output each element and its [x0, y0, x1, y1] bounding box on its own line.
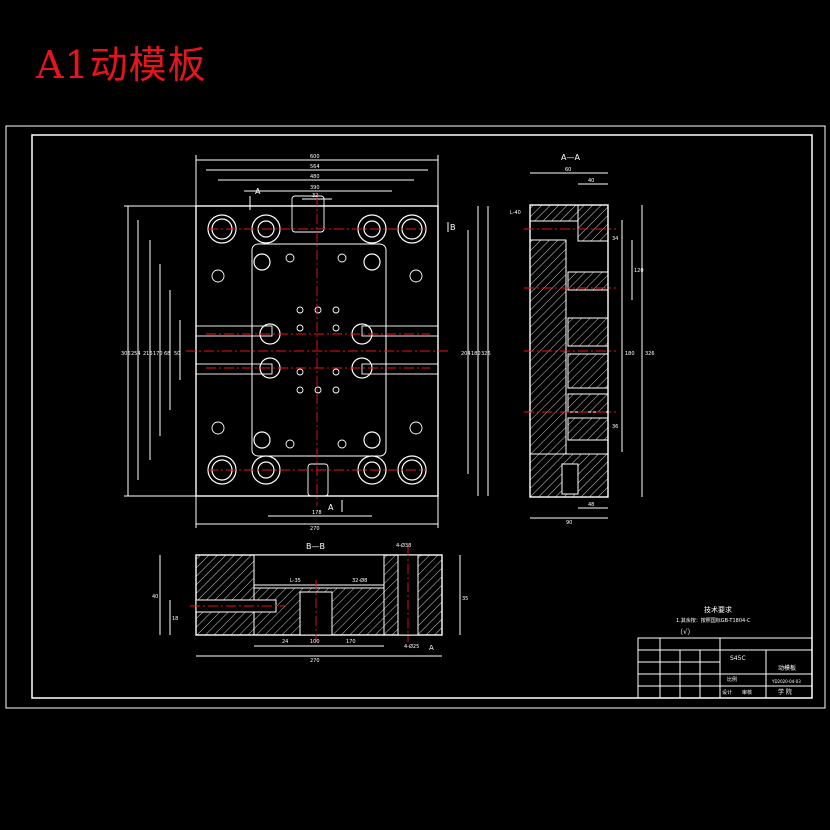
title-block: [637, 637, 813, 699]
roughness-other: （√）: [676, 628, 694, 636]
outer-border: [5, 125, 826, 709]
drawing-title: A1动模板: [36, 43, 207, 87]
dim-left-5: 50: [174, 351, 180, 357]
dim-top-1: 564: [310, 164, 320, 170]
plan-centerlines: [186, 196, 448, 506]
dim-right-1: 180: [471, 351, 481, 357]
dim-bb-6: 18: [172, 616, 178, 622]
dim-aa-4: 90: [566, 520, 572, 526]
dim-left-3: 170: [153, 351, 163, 357]
label-mark-a-bottom: A: [328, 503, 334, 512]
dim-bb-3: 24: [282, 639, 288, 645]
dim-aa-8: 34: [612, 236, 618, 242]
dim-right-0: 204: [461, 351, 471, 357]
plan-small-holes: [211, 253, 423, 449]
dim-aa-1: 40: [588, 178, 594, 184]
dim-aa-5: 180: [625, 351, 635, 357]
dim-left-4: 68: [164, 351, 170, 357]
section-aa-view: [529, 172, 643, 519]
bb-centerlines: [190, 546, 409, 642]
tech-req-line: 1.其余按：按照国标GB-T1804-C: [676, 617, 751, 624]
dim-bb-9: 270: [310, 658, 320, 664]
label-mark-a-bb: A: [429, 644, 434, 652]
dim-bottom-0: 270: [310, 526, 320, 532]
dim-bb-7: 40: [152, 594, 158, 600]
dim-aa-0: 60: [565, 167, 571, 173]
plan-view: [124, 155, 489, 528]
dim-bb-10: 4-Ø25: [404, 643, 419, 650]
label-mark-a-top: A: [255, 187, 261, 196]
tb-row-check: 审核: [742, 689, 752, 696]
dim-top-4: 32: [312, 193, 318, 199]
dim-bottom-1: 178: [312, 510, 322, 516]
dim-left-0: 306: [121, 351, 131, 357]
label-section-aa: A—A: [561, 153, 580, 162]
tb-row-design: 设计: [722, 689, 732, 696]
dim-bb-2: 32-Ø8: [352, 577, 367, 584]
dim-bb-1: L-35: [290, 578, 301, 584]
dim-aa-6: 120: [634, 268, 644, 274]
plan-cavity-pocket: [251, 243, 387, 457]
dim-left-2: 216: [143, 351, 153, 357]
dim-right-2: 326: [481, 351, 491, 357]
tb-part-name: 动模板: [778, 664, 796, 672]
tb-scale-label: 比例: [727, 676, 737, 683]
label-section-bb: B—B: [306, 542, 325, 551]
aa-centerlines: [524, 228, 616, 413]
dim-bb-5: 170: [346, 639, 356, 645]
plan-cooling-channels: [195, 195, 439, 497]
dim-aa-2: L-40: [510, 210, 521, 216]
label-mark-b-right: B: [450, 223, 456, 232]
dim-bb-0: 4-Ø38: [396, 542, 411, 549]
dim-top-2: 480: [310, 174, 320, 180]
dim-top-3: 390: [310, 185, 320, 191]
tb-drawing-no: YD2020-04-03: [771, 679, 801, 684]
tb-school: 学 院: [778, 688, 792, 696]
dim-bb-8: 35: [462, 596, 468, 602]
tb-material: S45C: [730, 655, 746, 662]
inner-border: [31, 134, 813, 699]
dim-top-0: 600: [310, 154, 320, 160]
dim-bb-4: 100: [310, 639, 320, 645]
dim-aa-3: 48: [588, 502, 594, 508]
tech-req-title: 技术要求: [704, 605, 732, 614]
dim-aa-7: 326: [645, 351, 655, 357]
dim-aa-9: 36: [612, 424, 618, 430]
dim-left-1: 254: [131, 351, 141, 357]
annotations: A—A B—B A A B A 600 564 480 390 32 306 2…: [121, 153, 801, 696]
